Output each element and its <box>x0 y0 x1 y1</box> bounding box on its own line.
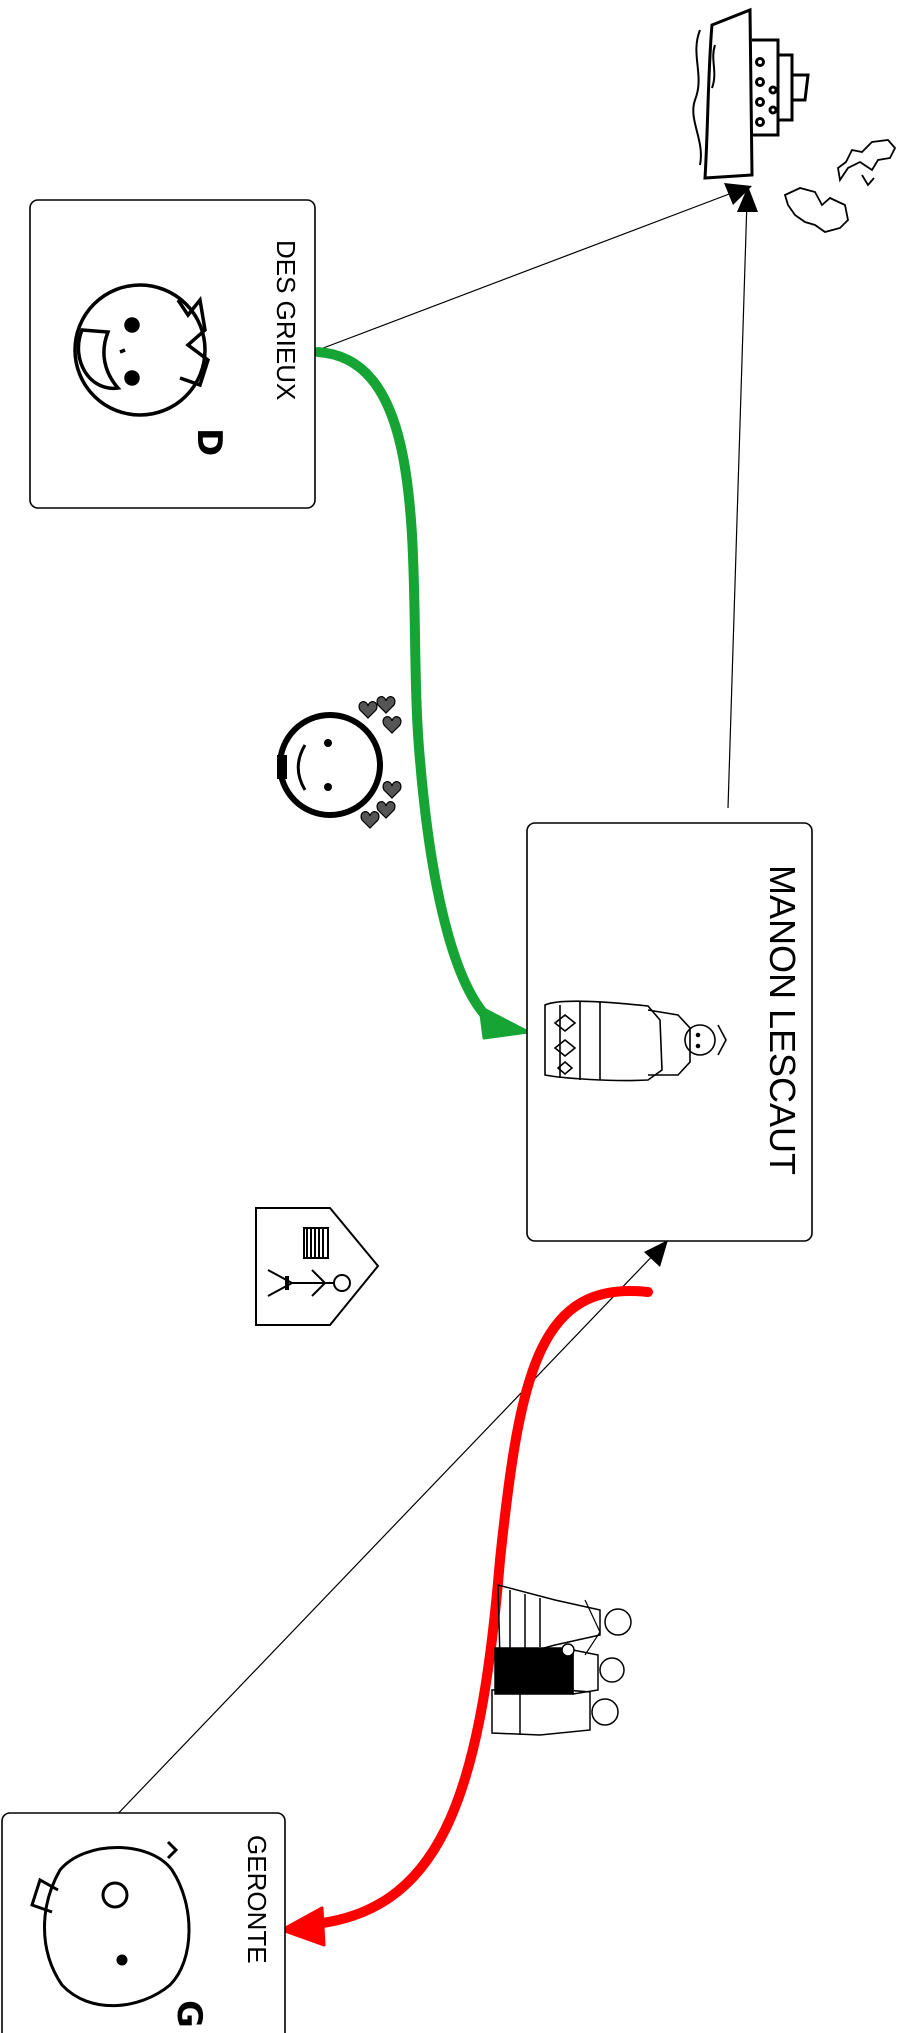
woman-in-dress-icon <box>544 1000 727 1082</box>
edge-des-grieux-manon-arrowhead <box>478 1005 530 1040</box>
ship-icon <box>692 7 810 180</box>
old-man-face-icon <box>30 1840 191 2008</box>
node-manon-lescaut[interactable]: MANON LESCAUT <box>526 822 813 1242</box>
america-map-icon <box>783 139 897 233</box>
boy-face-icon <box>73 283 211 417</box>
node-des-grieux-label: DES GRIEUX <box>271 240 301 400</box>
edge-geronte-manon-arrowhead <box>644 1240 668 1267</box>
edge-manon-geronte <box>300 1285 653 1930</box>
node-geronte-badge: G <box>169 2000 209 2028</box>
edge-geronte-manon <box>109 1247 661 1823</box>
prison-house-icon <box>255 1207 380 1326</box>
in-love-face-icon <box>277 696 402 829</box>
node-manon-lescaut-label: MANON LESCAUT <box>762 865 803 1175</box>
edge-des-grieux-ship <box>317 187 746 351</box>
edge-des-grieux-manon <box>313 347 510 1035</box>
edge-manon-ship <box>727 199 748 809</box>
node-des-grieux[interactable]: DES GRIEUX D <box>29 199 316 509</box>
edge-des-grieux-ship-arrowhead <box>724 183 752 205</box>
wedding-icon <box>491 1584 632 1736</box>
edge-manon-geronte-arrowhead <box>280 1906 326 1947</box>
node-geronte-label: GERONTE <box>242 1835 272 1964</box>
node-des-grieux-badge: D <box>189 428 229 456</box>
edge-manon-ship-arrowhead <box>737 186 758 212</box>
node-geronte[interactable]: GERONTE G <box>1 1812 286 2033</box>
